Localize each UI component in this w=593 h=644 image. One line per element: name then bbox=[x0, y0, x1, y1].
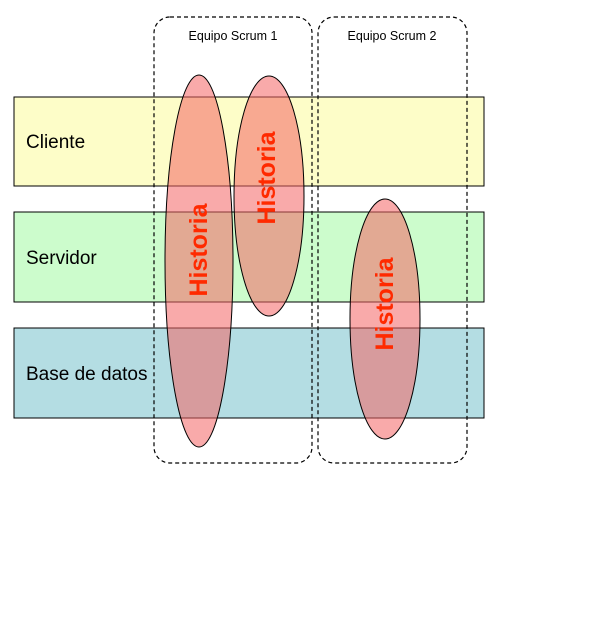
story-2-label: Historia bbox=[253, 130, 281, 224]
team-2: Equipo Scrum 2 bbox=[317, 16, 468, 464]
team-1-label: Equipo Scrum 1 bbox=[189, 29, 278, 43]
story-1-label: Historia bbox=[185, 202, 213, 296]
story-2-ellipse bbox=[233, 75, 305, 317]
story-3-label: Historia bbox=[371, 256, 399, 350]
team-2-label: Equipo Scrum 2 bbox=[348, 29, 437, 43]
story-3: Historia bbox=[349, 198, 421, 440]
layer-servidor-label: Servidor bbox=[26, 248, 97, 269]
team-2-box bbox=[317, 16, 468, 464]
team-1-box bbox=[153, 16, 313, 464]
story-1: Historia bbox=[164, 74, 234, 448]
story-3-ellipse bbox=[349, 198, 421, 440]
story-2: Historia bbox=[233, 75, 305, 317]
layer-base-de-datos-label: Base de datos bbox=[26, 364, 147, 385]
story-1-ellipse bbox=[164, 74, 234, 448]
layer-cliente-label: Cliente bbox=[26, 132, 85, 153]
team-1: Equipo Scrum 1 bbox=[153, 16, 313, 464]
